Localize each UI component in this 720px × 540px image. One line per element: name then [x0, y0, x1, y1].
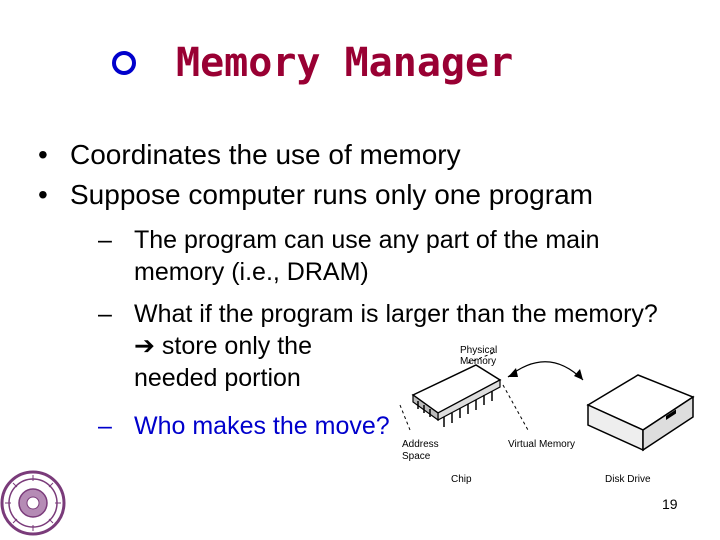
disk-drive-label: Disk Drive: [605, 474, 651, 485]
memory-chip-icon: [411, 364, 502, 427]
arrow-text: store only the: [161, 332, 312, 360]
sub-bullet-who-moves: –Who makes the move?: [98, 410, 390, 442]
chip-label: Chip: [451, 474, 472, 485]
physical-memory-label: Memory: [460, 356, 496, 367]
bullet-text: Suppose computer runs only one program: [70, 179, 593, 210]
bullet-dot-icon: •: [38, 179, 48, 210]
arrow-line: ➔ store only the: [98, 330, 658, 362]
page-number: 19: [662, 496, 678, 512]
memory-figure: Physical Memory Address Space Virtual Me…: [399, 345, 695, 485]
physical-memory-label: Physical: [460, 345, 497, 356]
bullet-item: • Coordinates the use of memory: [38, 135, 593, 175]
arrow-text-cont: needed portion: [134, 364, 301, 392]
sub-text: Who makes the move?: [134, 412, 390, 440]
sub-bullet-larger-program: –What if the program is larger than the …: [98, 298, 658, 394]
slide-title: Memory Manager: [176, 40, 514, 86]
title-row: Memory Manager: [112, 40, 513, 86]
bullet-dot-icon: •: [38, 139, 48, 170]
sub-bullet-program-use: –The program can use any part of the mai…: [98, 224, 600, 288]
bullet-text: Coordinates the use of memory: [70, 139, 461, 170]
address-space-label: Space: [402, 451, 431, 462]
bullet-list: • Coordinates the use of memory • Suppos…: [38, 135, 593, 215]
dash: –: [98, 226, 112, 254]
swap-arrow: [507, 361, 584, 381]
sub-text: What if the program is larger than the m…: [134, 300, 658, 328]
title-bullet-icon: [112, 51, 136, 75]
sub-text: The program can use any part of the main: [134, 226, 600, 254]
right-arrow-icon: ➔: [134, 332, 155, 360]
disk-drive-icon: [586, 374, 695, 452]
dash: –: [98, 412, 112, 440]
virtual-memory-label: Virtual Memory: [508, 439, 575, 450]
university-seal-icon: [0, 470, 66, 536]
dash: –: [98, 300, 112, 328]
sub-text-cont: memory (i.e., DRAM): [134, 258, 369, 286]
address-space-label: Address: [402, 439, 439, 450]
bullet-item: • Suppose computer runs only one program: [38, 175, 593, 215]
